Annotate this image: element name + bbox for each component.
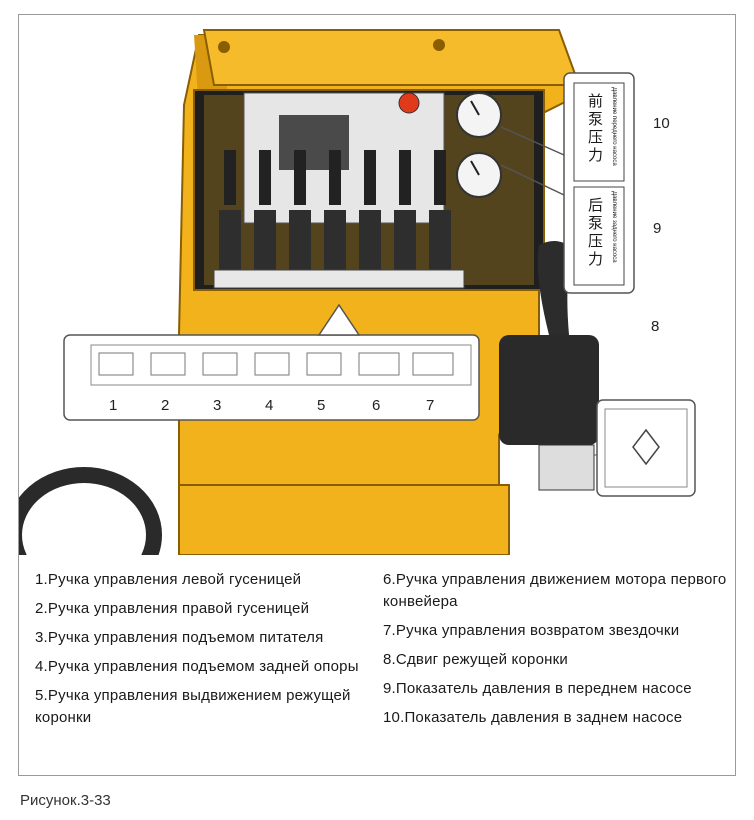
gauge-label-cn-10: 前泵压力 bbox=[586, 93, 604, 165]
lever bbox=[219, 150, 241, 270]
legend-item: 3.Ручка управления подъемом питателя bbox=[35, 629, 324, 646]
strip-number-5: 5 bbox=[317, 397, 326, 414]
strip-number-6: 6 bbox=[372, 397, 381, 414]
gauge-callout-10 bbox=[573, 82, 625, 182]
strip-number-2: 2 bbox=[161, 397, 170, 414]
lever bbox=[254, 150, 276, 270]
gauge-label-ru-10: Давление переднего насоса bbox=[611, 87, 617, 166]
callout-number-10: 10 bbox=[653, 115, 670, 132]
figure-caption: Рисунок.3-33 bbox=[20, 792, 111, 809]
legend-item: 9.Показатель давления в переднем насосе bbox=[383, 680, 692, 697]
gauge-label-ru-9: Давление заднего насоса bbox=[611, 191, 617, 263]
control-panel-drawing bbox=[19, 29, 696, 555]
cover-lid bbox=[202, 29, 581, 86]
joystick-direction-plate bbox=[538, 444, 595, 491]
lever bbox=[429, 150, 451, 270]
callout-number-8: 8 bbox=[651, 318, 660, 335]
legend-item: 5.Ручка управления выдвижением режущей к… bbox=[35, 687, 351, 726]
lid-bolt bbox=[433, 39, 445, 51]
strip-number-1: 1 bbox=[109, 397, 118, 414]
figure-frame: 前泵压力 Давление переднего насоса 后泵压力 Давл… bbox=[18, 14, 736, 776]
legend-item: 6.Ручка управления движением мотора перв… bbox=[383, 571, 727, 610]
strip-number-4: 4 bbox=[265, 397, 274, 414]
strip-number-7: 7 bbox=[426, 397, 435, 414]
legend-item: 1.Ручка управления левой гусеницей bbox=[35, 571, 302, 588]
lever-row bbox=[219, 150, 451, 270]
lever bbox=[359, 150, 381, 270]
lever-label-plate bbox=[213, 269, 465, 289]
emergency-stop-button bbox=[398, 92, 420, 114]
gauge-callout-9 bbox=[573, 186, 625, 286]
gauge-label-cn-9: 后泵压力 bbox=[586, 197, 604, 269]
lever bbox=[324, 150, 346, 270]
track-wheel bbox=[19, 467, 162, 555]
strip-number-3: 3 bbox=[213, 397, 222, 414]
legend-item: 8.Сдвиг режущей коронки bbox=[383, 651, 568, 668]
legend-item: 7.Ручка управления возвратом звездочки bbox=[383, 622, 680, 639]
lever bbox=[289, 150, 311, 270]
joystick-direction-diagram bbox=[604, 408, 688, 488]
callout-number-9: 9 bbox=[653, 220, 662, 237]
legend-item: 10.Показатель давления в заднем насосе bbox=[383, 709, 683, 726]
joystick-boot bbox=[499, 335, 599, 445]
legend-right: 6.Ручка управления движением мотора перв… bbox=[383, 569, 731, 736]
legend-left: 1.Ручка управления левой гусеницей 2.Руч… bbox=[35, 569, 380, 736]
strip-labels bbox=[98, 352, 454, 376]
lid-bolt bbox=[218, 41, 230, 53]
lever bbox=[394, 150, 416, 270]
legend-item: 2.Ручка управления правой гусеницей bbox=[35, 600, 310, 617]
lower-frame bbox=[178, 484, 510, 555]
legend-item: 4.Ручка управления подъемом задней опоры bbox=[35, 658, 359, 675]
machine-illustration: 前泵压力 Давление переднего насоса 后泵压力 Давл… bbox=[19, 15, 735, 555]
